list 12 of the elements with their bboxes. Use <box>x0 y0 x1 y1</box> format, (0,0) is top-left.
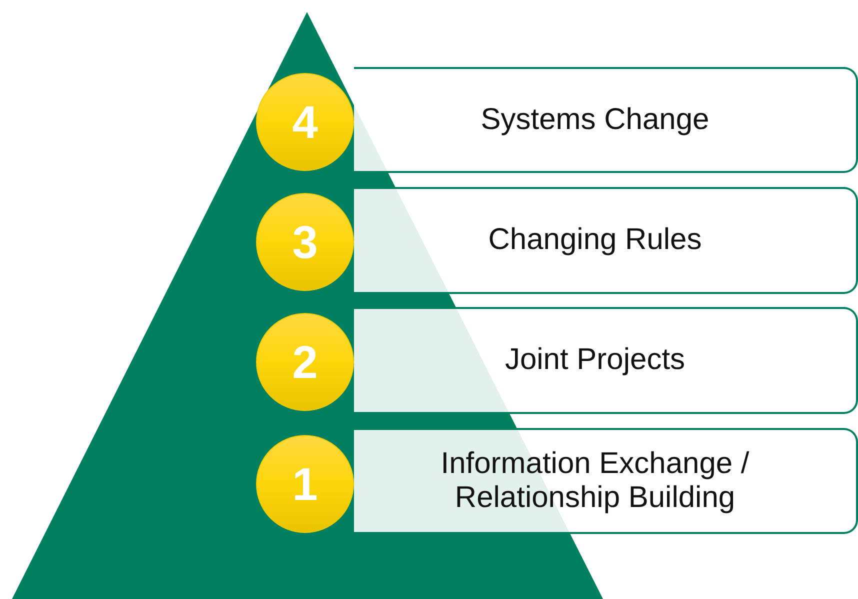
level-box <box>354 307 858 414</box>
level-box <box>354 187 858 294</box>
level-label: Systems Change <box>480 102 710 138</box>
level-box <box>354 67 858 173</box>
level-label: Joint Projects <box>504 343 686 378</box>
level-label: Information Exchange / Relationship Building <box>440 446 750 516</box>
step-number: 4 <box>292 99 318 145</box>
step-number: 1 <box>292 461 318 507</box>
level-box <box>354 428 858 534</box>
step-number: 2 <box>292 339 318 385</box>
step-number: 3 <box>292 219 318 265</box>
level-label: Changing Rules <box>488 223 702 258</box>
